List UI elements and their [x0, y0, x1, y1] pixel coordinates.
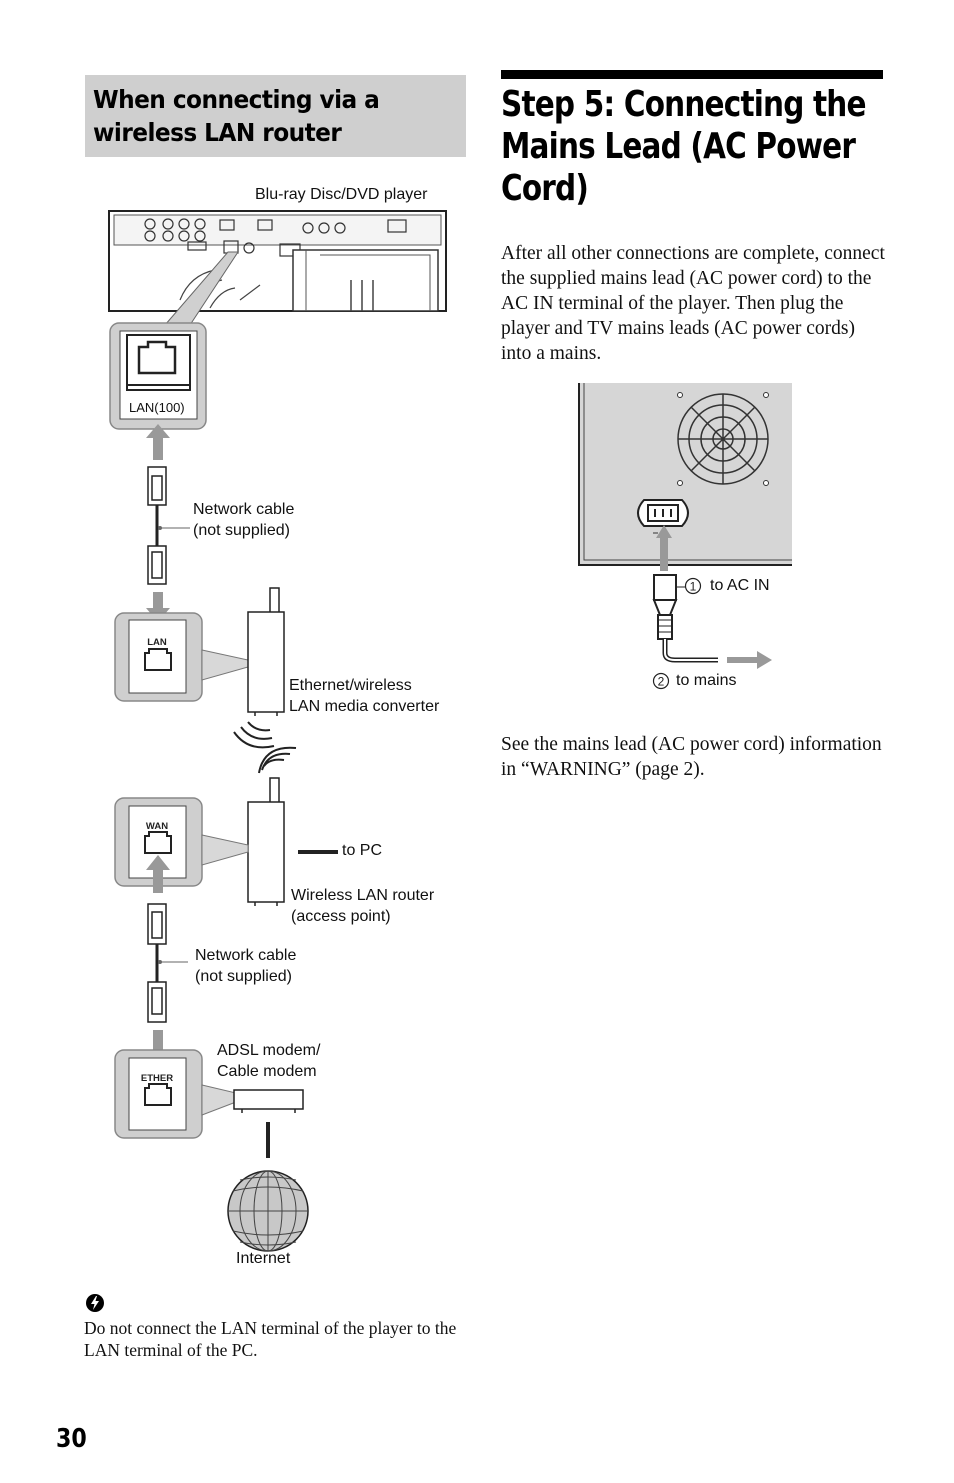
internet-globe-icon: [227, 1170, 309, 1252]
router-device: [247, 777, 285, 906]
lan-port-zoom: [109, 322, 207, 430]
step1-circle: [684, 577, 702, 595]
intro-paragraph: After all other connections are complete…: [501, 243, 885, 364]
network-cable-1: [147, 466, 167, 585]
step1-number: 1: [690, 580, 697, 594]
wan-tag: WAN: [146, 821, 168, 832]
player-rear-panel: [108, 210, 447, 312]
ac-plug: [652, 574, 678, 640]
step-title: Step 5: Connecting the Mains Lead (AC Po…: [501, 84, 867, 209]
player-label: Blu-ray Disc/DVD player: [255, 186, 428, 203]
lan100-label: LAN(100): [129, 400, 185, 415]
warning-reference: See the mains lead (AC power cord) infor…: [501, 734, 882, 780]
step2-circle: [652, 672, 670, 690]
to-pc-label: to PC: [342, 842, 383, 859]
router-wan-zoom: [114, 797, 203, 887]
wireless-signal: [233, 721, 297, 774]
network-cable-2: [147, 903, 167, 1023]
modem-label: ADSL modem/ Cable modem: [217, 1042, 321, 1080]
note-icon: [86, 1294, 104, 1312]
section-heading-box: When connecting via a wireless LAN route…: [85, 75, 466, 157]
section-heading: When connecting via a wireless LAN route…: [93, 85, 380, 147]
lan-tag: LAN: [147, 637, 167, 648]
router-label: Wireless LAN router (access point): [291, 887, 435, 925]
ether-tag: ETHER: [141, 1073, 173, 1084]
step2-number: 2: [658, 675, 665, 689]
fan-grille-icon: [677, 393, 769, 485]
media-converter-device: [247, 587, 285, 716]
page-number: 30: [56, 1424, 87, 1454]
converter-label: Ethernet/wireless LAN media converter: [289, 677, 440, 715]
to-ac-in-label: to AC IN: [710, 577, 770, 594]
ac-inlet: [637, 499, 689, 527]
modem-ether-zoom: [114, 1049, 203, 1139]
internet-label: Internet: [236, 1250, 291, 1267]
cable1-label: Network cable (not supplied): [193, 501, 295, 539]
note-text: Do not connect the LAN terminal of the p…: [84, 1318, 457, 1360]
to-mains-label: to mains: [676, 672, 737, 689]
modem-device: [233, 1089, 304, 1113]
cable2-label: Network cable (not supplied): [195, 947, 297, 985]
title-rule: [501, 70, 883, 79]
